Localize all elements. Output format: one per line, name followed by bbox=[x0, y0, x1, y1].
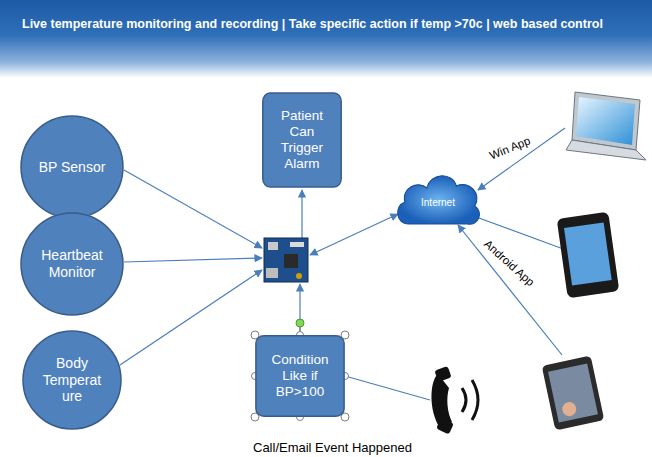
title: Live temperature monitoring and recordin… bbox=[22, 16, 622, 32]
sensor-circle: Heartbeat Monitor bbox=[20, 212, 124, 316]
node-label: Internet bbox=[421, 197, 455, 209]
node-label: Heartbeat Monitor bbox=[38, 247, 106, 281]
sensor-circle: Body Temperature bbox=[22, 330, 122, 430]
node-label: BP Sensor bbox=[39, 159, 106, 176]
connection-label: Win App bbox=[488, 134, 532, 161]
caption-label: Call/Email Event Happened bbox=[253, 440, 412, 455]
connection-label: Android App bbox=[482, 238, 537, 289]
node-label: Condition Like if BP>100 bbox=[261, 352, 339, 401]
alarm-box: Patient Can Trigger Alarm bbox=[262, 92, 342, 188]
sensor-circle: BP Sensor bbox=[20, 115, 124, 219]
title-band bbox=[0, 0, 652, 78]
node-label: Body Temperature bbox=[40, 355, 104, 405]
node-label: Patient Can Trigger Alarm bbox=[268, 108, 336, 173]
cloud: Internet bbox=[392, 168, 484, 232]
condition-box: Condition Like if BP>100 bbox=[255, 335, 345, 417]
